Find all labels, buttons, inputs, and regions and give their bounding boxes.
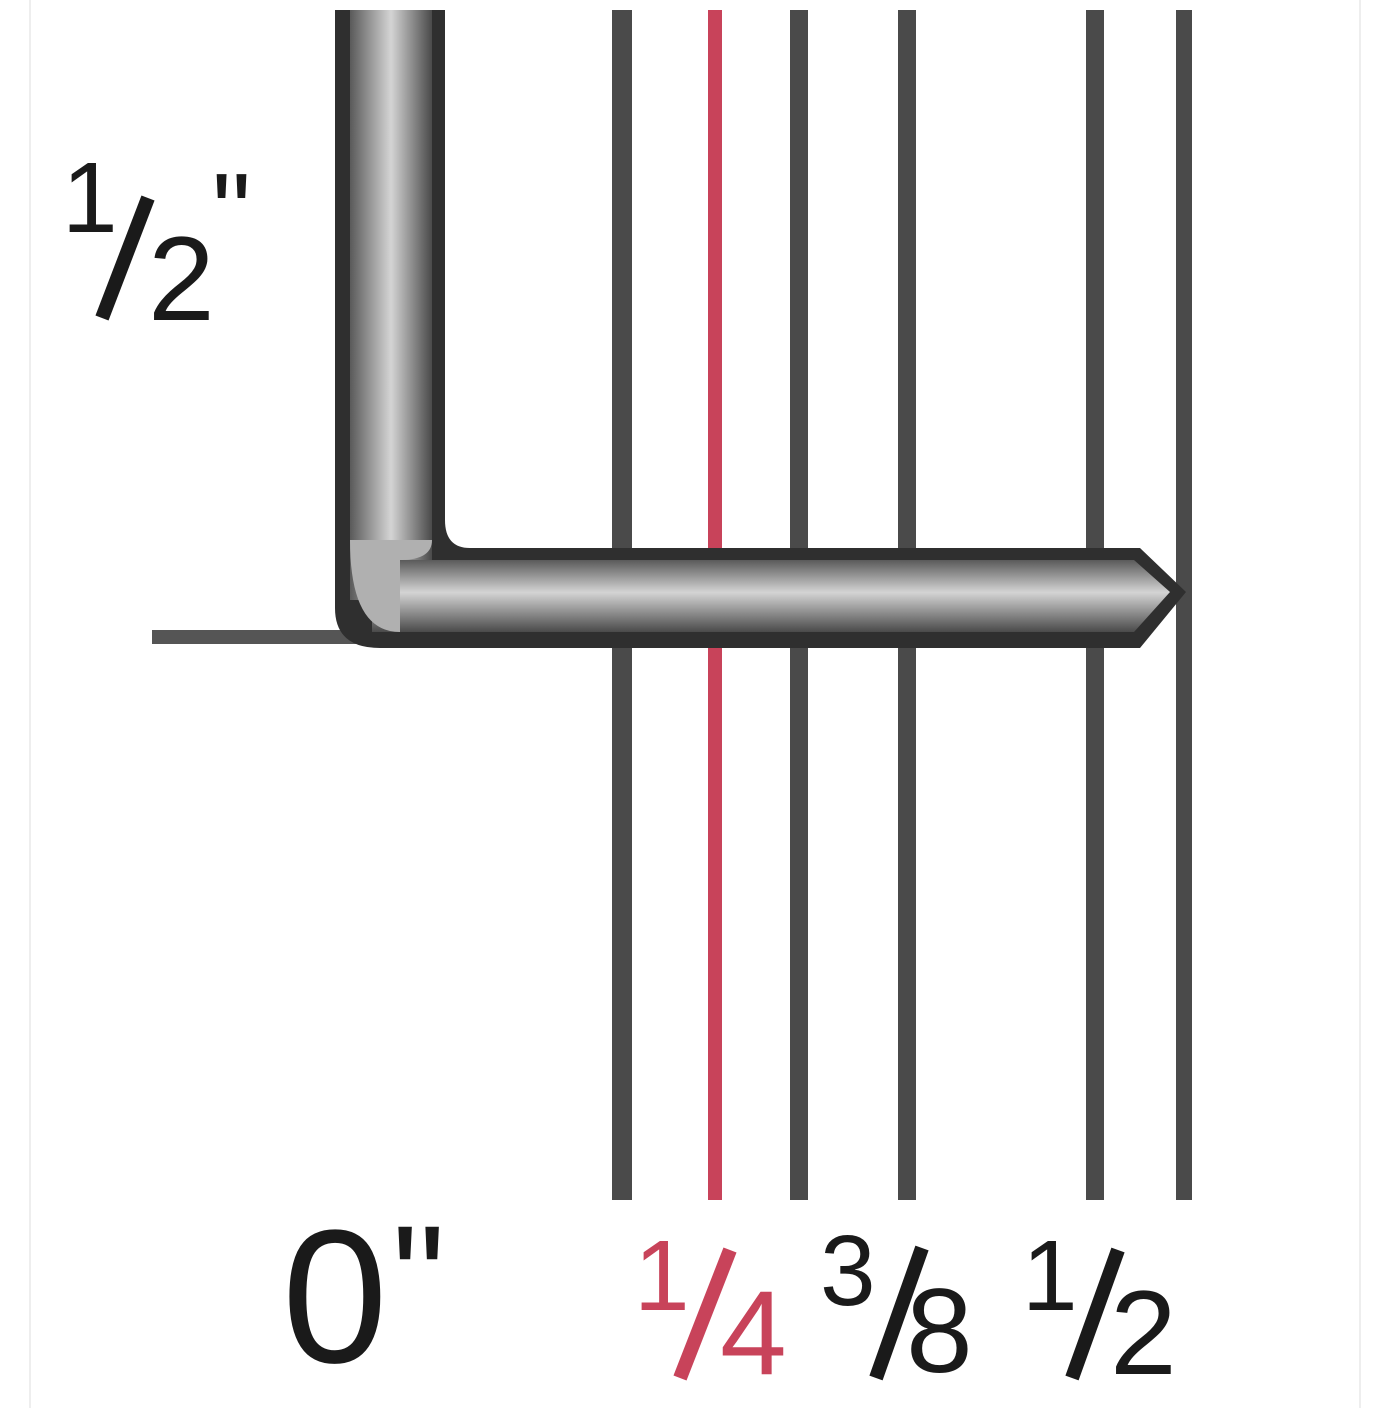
label-zero-inch-unit: " (392, 1194, 445, 1362)
label-half-inch: 1 2 " (62, 142, 251, 346)
label-half-inch-den: 2 (148, 212, 215, 346)
label-half-slash (1065, 1247, 1125, 1381)
label-zero-inch: 0 " (282, 1191, 445, 1403)
label-quarter-slash (673, 1247, 737, 1381)
label-half-den: 2 (1110, 1266, 1177, 1400)
label-three-eighths-num: 3 (820, 1215, 876, 1327)
label-half-inch-num: 1 (62, 142, 118, 254)
label-half-inch-unit: " (212, 151, 251, 274)
label-quarter-num: 1 (634, 1220, 690, 1332)
label-half-num: 1 (1022, 1220, 1078, 1332)
label-three-eighths-den: 8 (906, 1264, 973, 1398)
label-three-eighths-slash (869, 1245, 929, 1381)
label-half: 1 2 (1022, 1220, 1177, 1400)
label-zero-inch-text: 0 (282, 1191, 388, 1403)
l-bracket (335, 10, 1186, 648)
label-quarter: 1 4 (634, 1220, 787, 1400)
label-half-inch-slash (95, 195, 155, 321)
label-three-eighths: 3 8 (820, 1215, 973, 1398)
label-quarter-den: 4 (720, 1266, 787, 1400)
baseline-line (152, 630, 357, 644)
line-half (1176, 10, 1192, 1200)
